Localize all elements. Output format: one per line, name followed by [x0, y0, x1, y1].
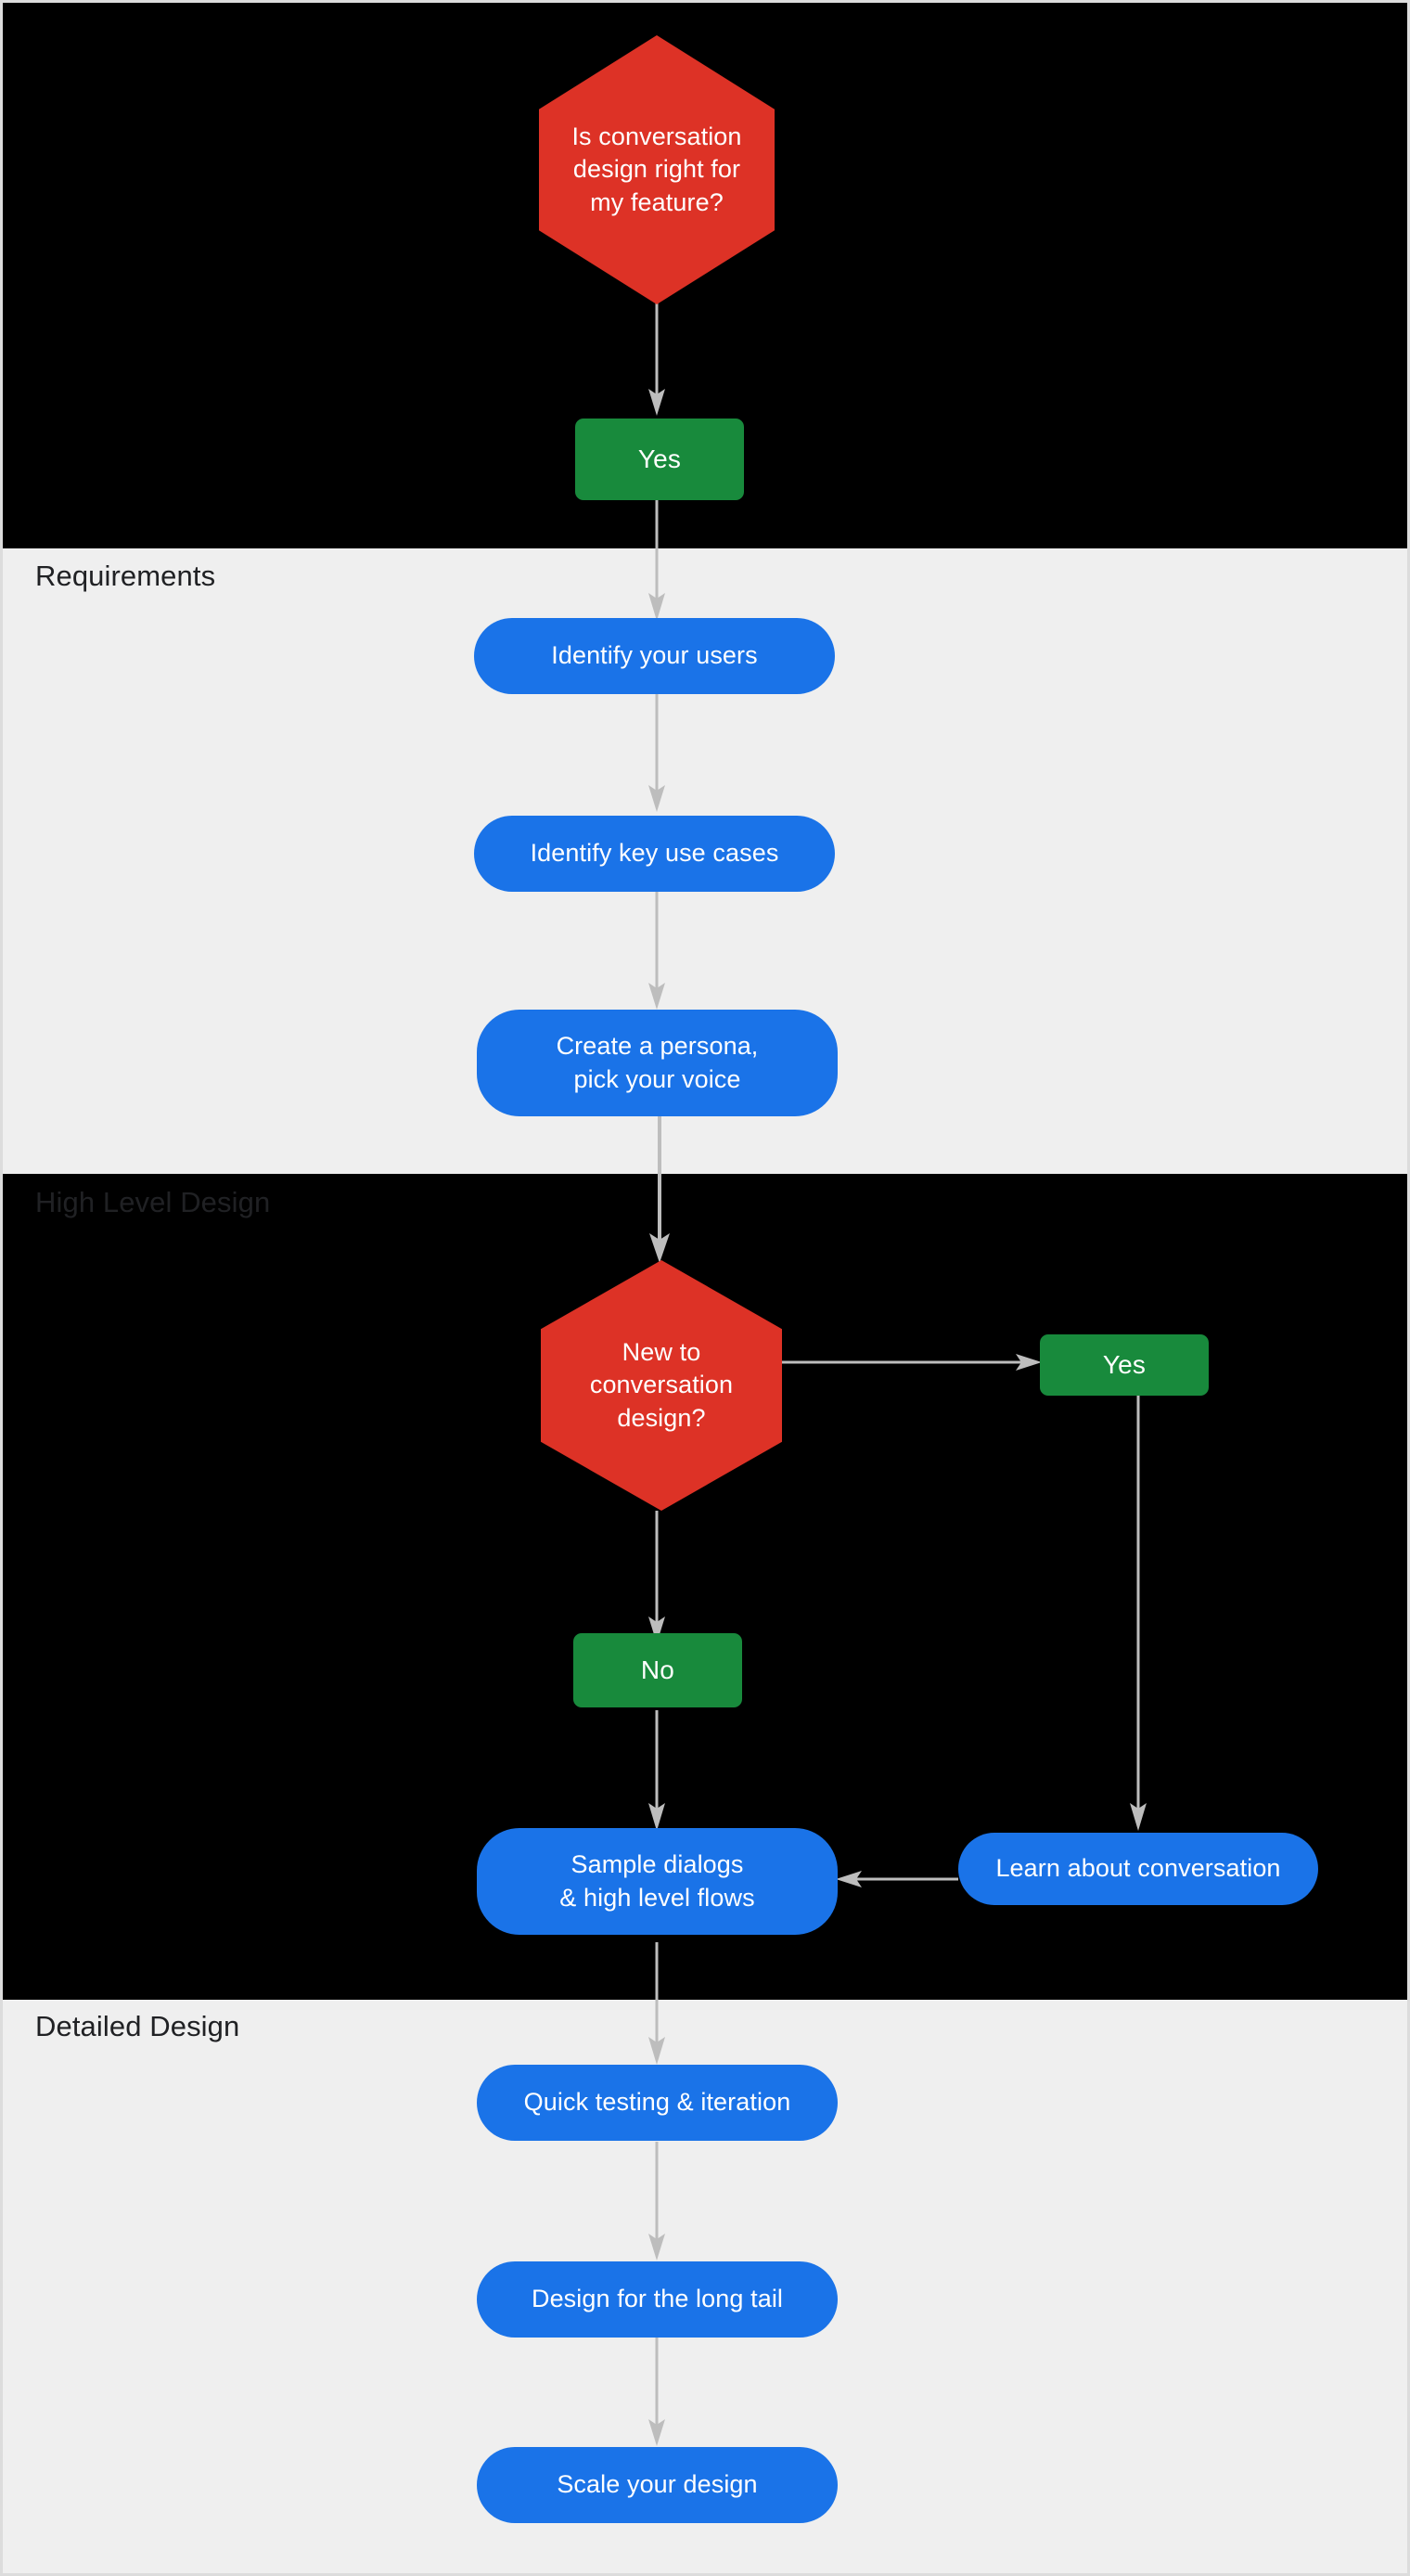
decision2-line3: design?: [617, 1403, 706, 1432]
step-node-quick-testing-iteration[interactable]: Quick testing & iteration: [477, 2065, 838, 2141]
create-persona-line2: pick your voice: [573, 1064, 741, 1093]
step-node-design-for-the-long-tail[interactable]: Design for the long tail: [477, 2261, 838, 2338]
section-label-high-level-design: High Level Design: [35, 1186, 271, 1218]
step-node-label: Sample dialogs & high level flows: [559, 1848, 754, 1913]
step-node-learn-about-conversation[interactable]: Learn about conversation: [958, 1833, 1318, 1905]
sample-dialogs-line1: Sample dialogs: [570, 1850, 744, 1879]
answer-node-yes-1[interactable]: Yes: [575, 419, 744, 500]
decision1-line3: my feature?: [590, 187, 724, 216]
step-node-label: Create a persona, pick your voice: [557, 1030, 759, 1095]
decision-node-label: Is conversation design right for my feat…: [571, 121, 741, 218]
decision2-line1: New to: [622, 1338, 701, 1367]
edge-create-persona-to-decision2: [646, 1116, 673, 1263]
step-node-identify-your-users[interactable]: Identify your users: [474, 618, 835, 694]
edge-decision1-to-yes1: [643, 300, 671, 416]
edge-decision2-to-yes2: [782, 1348, 1042, 1376]
step-node-create-a-persona[interactable]: Create a persona, pick your voice: [477, 1010, 838, 1116]
create-persona-line1: Create a persona,: [556, 1032, 759, 1061]
step-node-identify-key-use-cases[interactable]: Identify key use cases: [474, 816, 835, 892]
edge-identify-users-to-identify-cases: [643, 694, 671, 812]
edge-sample-dialogs-to-quick-testing: [643, 1942, 671, 2065]
edge-long-tail-to-scale-design: [643, 2327, 671, 2446]
decision1-line1: Is conversation: [571, 122, 742, 151]
edge-learn-about-to-sample-dialogs: [836, 1865, 958, 1893]
step-node-scale-your-design[interactable]: Scale your design: [477, 2447, 838, 2523]
edge-identify-cases-to-create-persona: [643, 892, 671, 1010]
decision1-line2: design right for: [572, 155, 741, 184]
edge-decision2-to-no2: [643, 1511, 671, 1643]
sample-dialogs-line2: & high level flows: [559, 1883, 755, 1912]
answer-node-yes-2[interactable]: Yes: [1040, 1334, 1209, 1396]
edge-yes1-to-identify-users: [643, 500, 671, 621]
answer-node-no[interactable]: No: [573, 1633, 742, 1707]
step-node-sample-dialogs-high-level-flows[interactable]: Sample dialogs & high level flows: [477, 1828, 838, 1935]
section-label-detailed-design: Detailed Design: [35, 2010, 240, 2042]
decision-node-label: New to conversation design?: [590, 1336, 733, 1434]
section-label-requirements: Requirements: [35, 560, 216, 592]
edge-quick-testing-to-long-tail: [643, 2142, 671, 2260]
decision2-line2: conversation: [589, 1371, 734, 1399]
edge-no2-to-sample-dialogs: [643, 1710, 671, 1831]
edge-yes2-to-learn-about: [1124, 1395, 1152, 1831]
